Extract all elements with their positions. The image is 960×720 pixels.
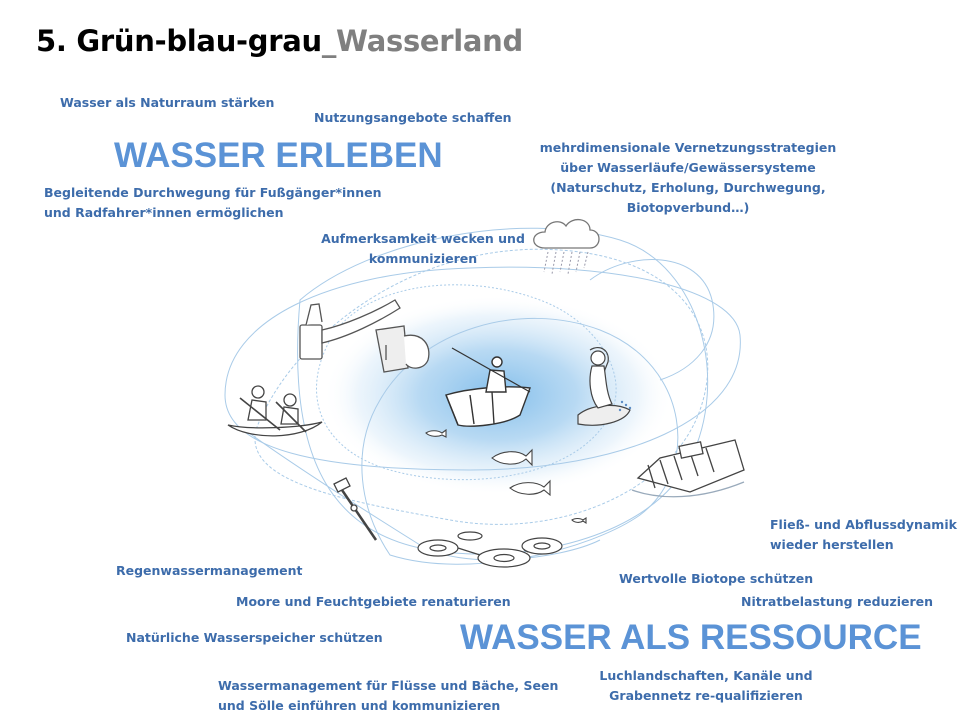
barge-icon bbox=[631, 439, 745, 498]
label-wassermanagement: Wassermanagement für Flüsse und Bäche, S… bbox=[218, 676, 558, 716]
cup-icon bbox=[375, 325, 430, 373]
label-aufmerksamkeit-line-1: Aufmerksamkeit wecken und bbox=[321, 231, 525, 246]
label-durchwegung-line-2: und Radfahrer*innen ermöglichen bbox=[44, 205, 284, 220]
title-suffix: _Wasserland bbox=[321, 24, 523, 58]
label-wasserspeicher: Natürliche Wasserspeicher schützen bbox=[126, 630, 383, 645]
label-wassermanagement-line-2: und Sölle einführen und kommunizieren bbox=[218, 698, 501, 713]
label-nitrat: Nitratbelastung reduzieren bbox=[741, 594, 934, 609]
network-lines bbox=[224, 227, 741, 565]
heading-wasser-erleben: WASSER ERLEBEN bbox=[114, 136, 443, 175]
tap-icon bbox=[299, 299, 401, 360]
canoe-icon bbox=[227, 385, 323, 437]
label-vernetzung-line-1: mehrdimensionale Vernetzungsstrategien bbox=[539, 140, 837, 155]
label-durchwegung: Begleitende Durchwegung für Fußgänger*in… bbox=[44, 183, 381, 223]
page-title: 5. Grün-blau-grau_Wasserland bbox=[36, 24, 523, 58]
mermaid-icon bbox=[577, 347, 632, 426]
label-wassermanagement-line-1: Wassermanagement für Flüsse und Bäche, S… bbox=[218, 678, 559, 693]
cloud-rain-icon bbox=[533, 219, 600, 275]
label-regenwassermanagement: Regenwassermanagement bbox=[116, 563, 303, 578]
label-naturraum: Wasser als Naturraum stärken bbox=[60, 95, 275, 110]
label-nutzungsangebote: Nutzungsangebote schaffen bbox=[314, 110, 512, 125]
drain-pump-icon bbox=[333, 477, 378, 541]
fish-icon bbox=[425, 428, 587, 525]
label-luchlandschaften-line-1: Luchlandschaften, Kanäle und bbox=[599, 668, 813, 683]
label-durchwegung-line-1: Begleitende Durchwegung für Fußgänger*in… bbox=[44, 185, 382, 200]
label-biotope: Wertvolle Biotope schützen bbox=[619, 571, 814, 586]
title-number: 5. Grün-blau-grau bbox=[36, 24, 322, 58]
label-aufmerksamkeit-line-2: kommunizieren bbox=[368, 251, 478, 266]
label-fliessdynamik: Fließ- und Abflussdynamik wieder herstel… bbox=[770, 515, 957, 555]
label-vernetzung-line-2: über Wasserläufe/Gewässersysteme bbox=[560, 160, 816, 175]
label-luchlandschaften: Luchlandschaften, Kanäle und Grabennetz … bbox=[596, 666, 816, 706]
label-fliessdynamik-line-2: wieder herstellen bbox=[770, 537, 894, 552]
label-vernetzung-line-4: Biotopverbund…) bbox=[626, 200, 750, 215]
heading-wasser-als-ressource: WASSER ALS RESSOURCE bbox=[460, 618, 922, 657]
label-luchlandschaften-line-2: Grabennetz re-qualifizieren bbox=[609, 688, 803, 703]
label-vernetzung-line-3: (Naturschutz, Erholung, Durchwegung, bbox=[550, 180, 826, 195]
label-fliessdynamik-line-1: Fließ- und Abflussdynamik bbox=[770, 517, 957, 532]
label-aufmerksamkeit: Aufmerksamkeit wecken und kommunizieren bbox=[318, 229, 528, 269]
rowboat-icon bbox=[445, 347, 531, 427]
label-moore: Moore und Feuchtgebiete renaturieren bbox=[236, 594, 511, 609]
sewage-tanks-icon bbox=[417, 531, 563, 568]
label-vernetzung: mehrdimensionale Vernetzungsstrategien ü… bbox=[538, 138, 838, 218]
